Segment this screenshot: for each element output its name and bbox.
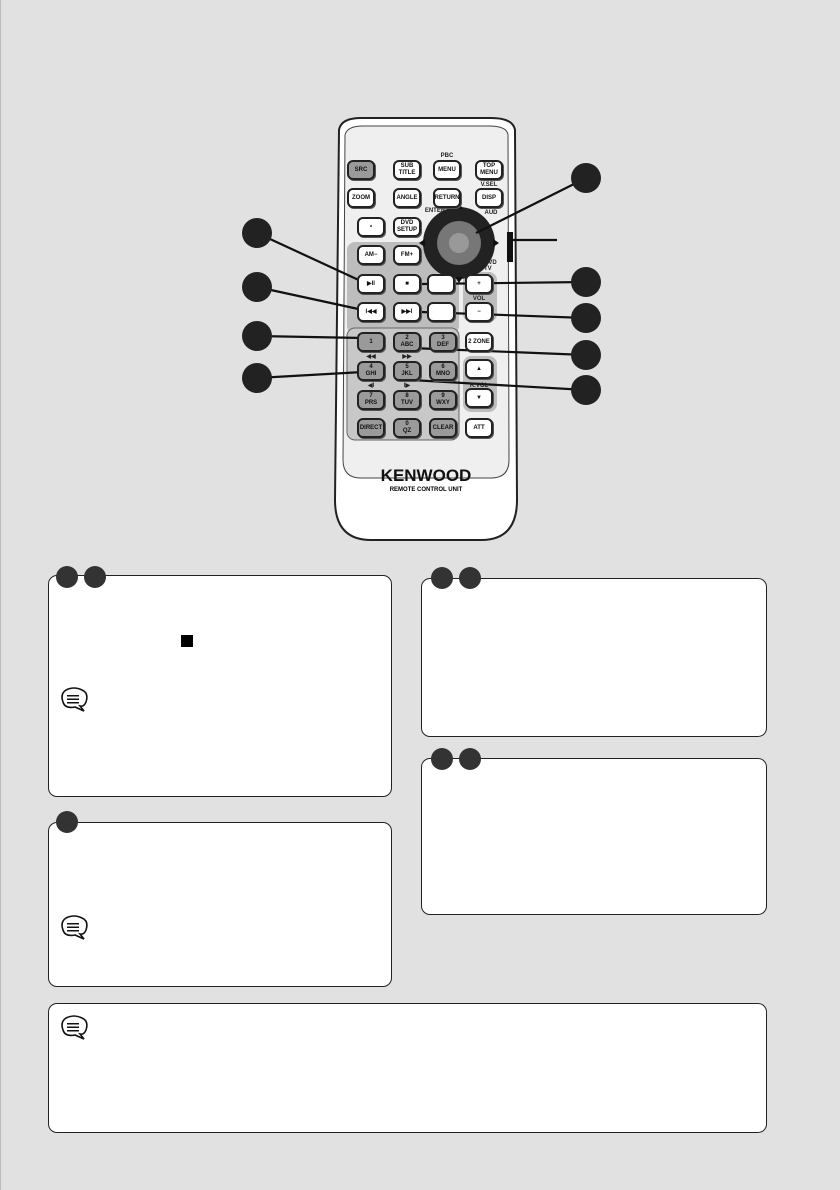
rvol-up-button[interactable]: ▲ bbox=[465, 359, 493, 379]
zoom-button[interactable]: ZOOM bbox=[347, 188, 375, 208]
stop-button[interactable]: ■ bbox=[393, 274, 421, 294]
vsel-label: V.SEL bbox=[480, 182, 498, 188]
brand-logo: KENWOOD bbox=[380, 466, 472, 485]
slow-rev-label: ◀I bbox=[367, 383, 375, 389]
section-box-1 bbox=[48, 575, 392, 797]
callout-badge bbox=[571, 375, 601, 405]
return-button[interactable]: RETURN bbox=[433, 188, 461, 208]
note-icon bbox=[61, 915, 88, 940]
section-badge bbox=[459, 567, 481, 589]
aud-label: AUD bbox=[484, 210, 498, 216]
rew-label: ◀◀ bbox=[366, 354, 376, 360]
callout-badge bbox=[571, 340, 601, 370]
pbc-label: PBC bbox=[440, 153, 454, 159]
zone2-button[interactable]: 2 ZONE bbox=[465, 332, 493, 352]
callout-badge bbox=[242, 363, 272, 393]
menu-button[interactable]: MENU bbox=[433, 160, 461, 180]
section-box-4 bbox=[421, 758, 767, 915]
section-box-3 bbox=[421, 578, 767, 737]
callout-badge bbox=[242, 321, 272, 351]
dot-button[interactable]: • bbox=[357, 217, 385, 237]
src-button[interactable]: SRC bbox=[347, 160, 375, 180]
section-badge bbox=[459, 748, 481, 770]
vol-label: VOL bbox=[472, 296, 486, 302]
callout-badge bbox=[571, 303, 601, 333]
next-button[interactable]: ▶▶I bbox=[393, 302, 421, 322]
section-badge bbox=[431, 567, 453, 589]
section-badge bbox=[56, 811, 78, 833]
callout-badge bbox=[242, 218, 272, 248]
vol-down-button[interactable]: − bbox=[465, 302, 493, 322]
note-icon bbox=[61, 687, 88, 712]
am-button[interactable]: AM− bbox=[357, 245, 385, 265]
callout-badge bbox=[242, 272, 272, 302]
callout-badge bbox=[571, 267, 601, 297]
vol-up-button[interactable]: + bbox=[465, 274, 493, 294]
fm-button[interactable]: FM+ bbox=[393, 245, 421, 265]
dvd-tv-label: DVD TV bbox=[484, 260, 497, 272]
ff-label: ▶▶ bbox=[402, 354, 412, 360]
mode-icon-button[interactable] bbox=[427, 302, 455, 322]
stop-square-icon bbox=[181, 635, 193, 647]
slow-fwd-label: I▶ bbox=[403, 383, 411, 389]
play-pause-button[interactable]: ▶II bbox=[357, 274, 385, 294]
disp-button[interactable]: DISP bbox=[475, 188, 503, 208]
num-1-button[interactable]: 1 bbox=[357, 332, 385, 352]
note-icon bbox=[61, 1015, 88, 1040]
prev-button[interactable]: I◀◀ bbox=[357, 302, 385, 322]
section-badge bbox=[431, 748, 453, 770]
remote-subtitle: REMOTE CONTROL UNIT bbox=[389, 487, 463, 493]
rvol-label: R.VOL bbox=[469, 383, 489, 389]
callout-badge bbox=[571, 163, 601, 193]
rvol-down-button[interactable]: ▼ bbox=[465, 388, 493, 408]
att-button[interactable]: ATT bbox=[465, 418, 493, 438]
clear-button[interactable]: CLEAR bbox=[429, 418, 457, 438]
direct-button[interactable]: DIRECT bbox=[357, 418, 385, 438]
section-badge bbox=[56, 566, 78, 588]
blank-button[interactable] bbox=[427, 274, 455, 294]
section-box-notes bbox=[48, 1003, 767, 1133]
angle-button[interactable]: ANGLE bbox=[393, 188, 421, 208]
section-badge bbox=[84, 566, 106, 588]
section-box-2 bbox=[48, 822, 392, 987]
enter-label: ENTER bbox=[424, 208, 446, 214]
